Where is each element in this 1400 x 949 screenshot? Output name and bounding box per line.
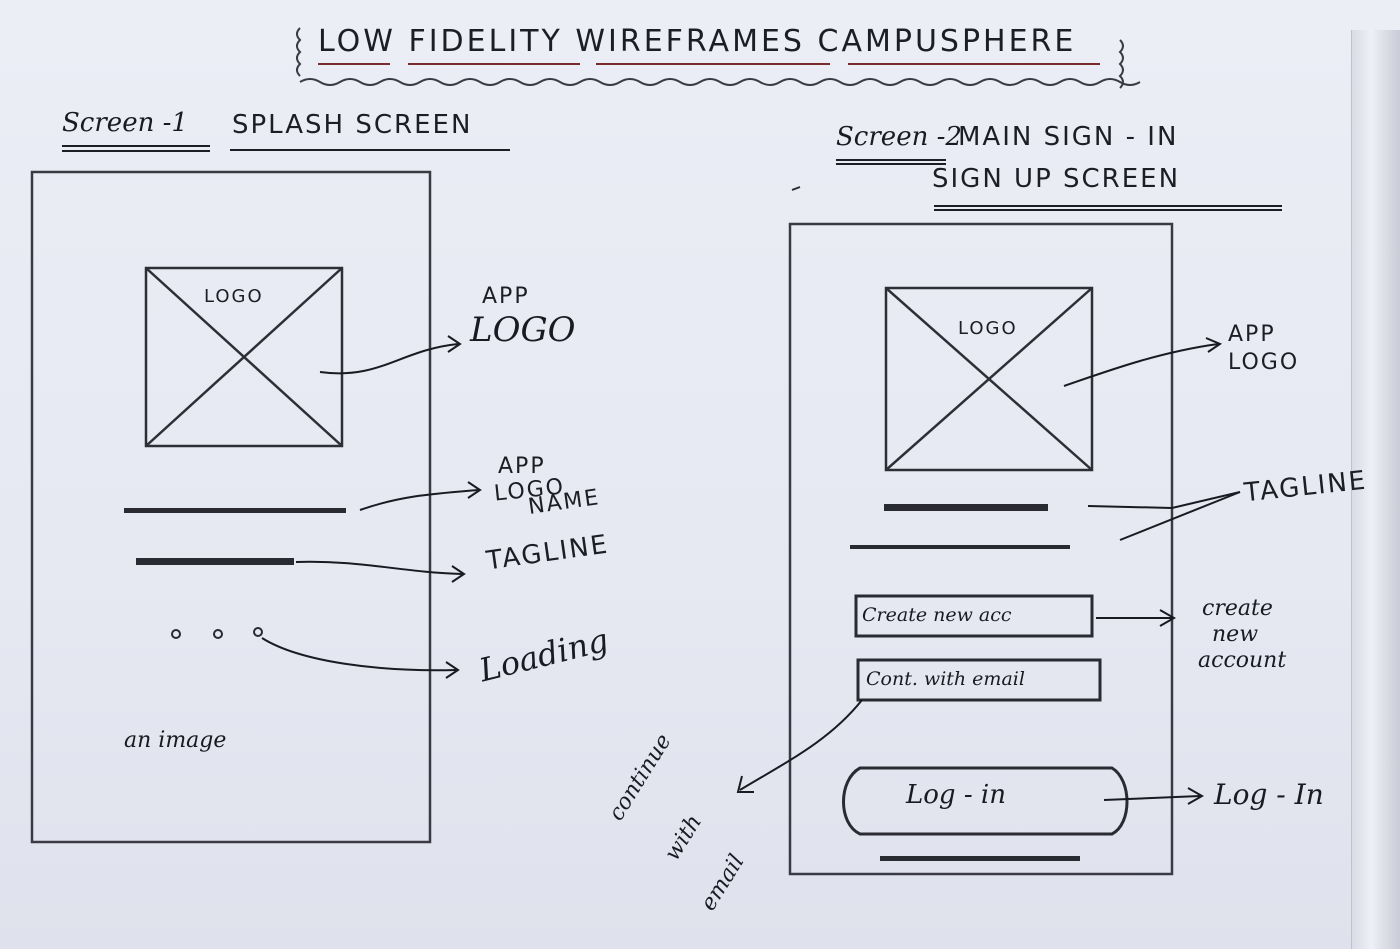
screen2-heading-line2: SIGN UP SCREEN [932, 164, 1181, 194]
screen2-create-label-2: new [1212, 622, 1259, 647]
title-frame [296, 27, 1141, 89]
screen2-login-label: Log - In [1214, 778, 1324, 811]
screen2-heading-line1: MAIN SIGN - IN [958, 122, 1179, 152]
screen2-app-logo-label-2: LOGO [1228, 350, 1300, 375]
screen1-heading-prefix: Screen -1 [62, 108, 188, 138]
screen1-heading: SPLASH SCREEN [232, 110, 473, 140]
screen2-create-label-3: account [1198, 648, 1287, 673]
screen2-tagline-bar-2 [850, 545, 1070, 549]
page-title: LOW FIDELITY WIREFRAMES CAMPUSPHERE [318, 24, 1077, 59]
screen2-create-button-frame [854, 594, 1094, 638]
screen1-app-logo-label-2: LOGO [470, 310, 576, 350]
screen2-heading-underline [836, 159, 1282, 211]
screen1-loading-dots [171, 627, 263, 639]
screen2-phone-frame [788, 222, 1174, 876]
screen1-app-name-label-1: APP [498, 454, 546, 479]
screen1-app-logo-label-1: APP [482, 284, 530, 309]
screen1-logo-box [144, 266, 344, 448]
screen1-app-name-bar [124, 508, 346, 513]
screen2-logo-placeholder: LOGO [958, 318, 1018, 339]
screen2-app-logo-label-1: APP [1228, 322, 1276, 347]
screen2-create-label-1: create [1202, 596, 1273, 621]
screen2-login-button-frame [842, 766, 1129, 836]
screen1-tagline-bar [136, 558, 294, 565]
notebook-page-edge [1351, 30, 1400, 949]
screen2-heading-prefix: Screen -2 [836, 122, 962, 152]
screen2-arrows [736, 337, 1241, 805]
screen1-logo-placeholder: LOGO [204, 286, 264, 307]
screen2-bottom-bar [880, 856, 1080, 861]
screen2-logo-box [884, 286, 1094, 472]
screen1-background-note: an image [124, 728, 227, 753]
screen1-heading-underline [62, 145, 510, 152]
screen2-tagline-bar-1 [884, 504, 1048, 511]
screen2-login-button[interactable]: Log - in [906, 780, 1006, 810]
screen2-create-button[interactable]: Create new acc [862, 604, 1012, 626]
screen2-continue-button-frame [856, 658, 1102, 702]
screen1-arrows [261, 335, 482, 679]
screen2-continue-button[interactable]: Cont. with email [866, 668, 1025, 690]
screen1-phone-frame [30, 170, 432, 844]
